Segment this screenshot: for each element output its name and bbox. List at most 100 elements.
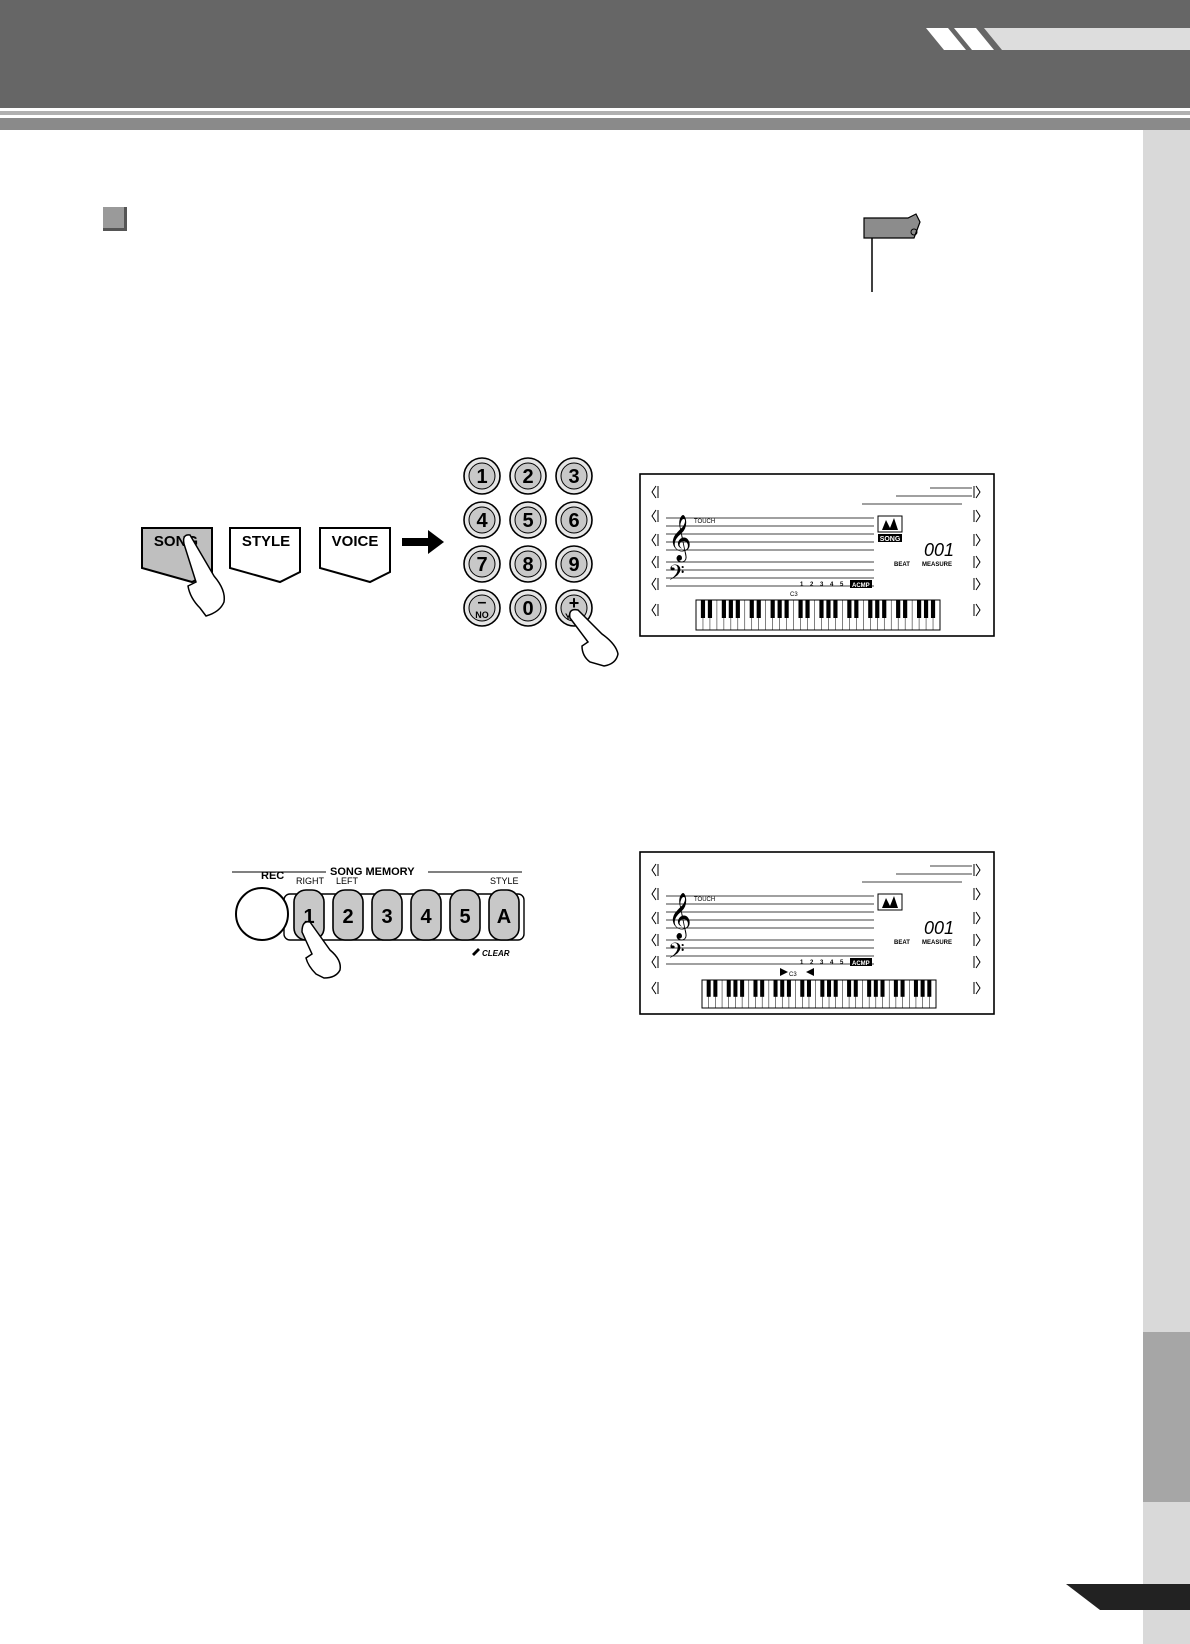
track-button-label: 2 (342, 906, 353, 928)
keypad-button-9[interactable]: 9 (555, 545, 593, 583)
rec-button[interactable] (235, 887, 289, 941)
note-icon (863, 213, 921, 292)
track-indicator: 2 (810, 582, 814, 588)
beat-label: BEAT (894, 562, 910, 568)
lcd-staff (666, 865, 972, 965)
track-button-label: A (497, 906, 511, 928)
keypad-button-5[interactable]: 5 (509, 501, 547, 539)
track-button-4[interactable]: 4 (410, 889, 442, 941)
pressing-hand-icon (568, 608, 619, 667)
bass-clef-icon: 𝄢 (668, 561, 685, 591)
keypad-button-8[interactable]: 8 (509, 545, 547, 583)
keypad-digit: 6 (568, 510, 579, 532)
touch-indicator: TOUCH (694, 897, 715, 903)
keypad-digit: 4 (476, 510, 488, 532)
measure-value: 001 (924, 540, 954, 560)
keypad-button-6[interactable]: 6 (555, 501, 593, 539)
range-end-marker-icon (806, 968, 814, 976)
lcd-side-arrows (651, 485, 981, 617)
measure-value: 001 (924, 918, 954, 938)
no-label: NO (475, 610, 489, 620)
keypad-digit: 8 (522, 554, 533, 576)
track-indicator: 1 (800, 582, 804, 588)
track-indicator: 2 (810, 960, 814, 966)
song-selection-figure: SONG STYLE VOICE 1 2 3 4 5 6 7 8 9 – NO … (141, 457, 619, 667)
track-indicator: 3 (820, 960, 824, 966)
header-stripe-decoration (926, 28, 1190, 50)
keypad-digit: 2 (522, 466, 533, 488)
key-marker: C3 (790, 592, 798, 598)
minus-symbol: – (478, 594, 487, 611)
key-marker: C3 (789, 972, 797, 978)
track-indicator: 4 (830, 960, 834, 966)
lcd-side-arrows (651, 863, 981, 995)
clear-label: CLEAR (482, 949, 510, 958)
range-start-marker-icon (780, 968, 788, 976)
style-button-label: STYLE (242, 533, 290, 550)
track-indicators: 1 2 3 4 5 ACMP (800, 580, 872, 589)
keypad-button-7[interactable]: 7 (463, 545, 501, 583)
rec-label: REC (261, 870, 284, 882)
touch-indicator: TOUCH (694, 519, 715, 525)
pressing-hand-icon (301, 920, 342, 979)
keypad-digit: 0 (522, 598, 533, 620)
track-button-a[interactable]: A (488, 889, 520, 941)
song-indicator-label: SONG (880, 536, 901, 543)
track-button-label: 4 (420, 906, 432, 928)
measure-label: MEASURE (922, 940, 952, 946)
header-rule-thick (0, 118, 1190, 130)
keypad-digit: 9 (568, 554, 579, 576)
track-button-5[interactable]: 5 (449, 889, 481, 941)
track-indicator: ACMP (852, 961, 870, 967)
pencil-icon (472, 948, 480, 956)
track-indicator: 3 (820, 582, 824, 588)
lcd-keyboard (701, 979, 937, 1009)
song-memory-label: SONG MEMORY (330, 866, 415, 878)
lcd-staff (666, 487, 972, 587)
track-button-2[interactable]: 2 (332, 889, 364, 941)
keypad-button-1[interactable]: 1 (463, 457, 501, 495)
keypad-button-2[interactable]: 2 (509, 457, 547, 495)
style-button[interactable]: STYLE (229, 527, 301, 584)
voice-button[interactable]: VOICE (319, 527, 391, 584)
song-mode-icon (877, 515, 903, 533)
track-button-1[interactable]: 1 (293, 889, 325, 941)
keypad-digit: 7 (476, 554, 487, 576)
track-button-3[interactable]: 3 (371, 889, 403, 941)
pressing-hand-icon (182, 534, 226, 617)
style-label: STYLE (490, 876, 519, 886)
lcd-display-record: 𝄞 𝄢 TOUCH 001 BEAT MEASURE 1 2 3 4 5 ACM… (639, 851, 995, 1015)
measure-label: MEASURE (922, 562, 952, 568)
side-tab-section-marker (1143, 1332, 1190, 1502)
arrow-right-icon (402, 530, 444, 554)
beat-label: BEAT (894, 940, 910, 946)
lcd-display-song: 𝄞 𝄢 TOUCH SONG 001 BEAT MEASURE 1 2 3 4 … (639, 473, 995, 637)
voice-button-label: VOICE (332, 533, 379, 550)
song-indicator (878, 534, 902, 542)
keypad-digit: 3 (568, 466, 579, 488)
header-band (0, 0, 1190, 108)
treble-clef-icon: 𝄞 (668, 893, 692, 941)
lcd-keyboard (695, 599, 941, 631)
number-keypad: 1 2 3 4 5 6 7 8 9 – NO 0 + YES (463, 457, 593, 627)
song-mode-icon (877, 893, 903, 911)
track-button-label: 3 (381, 906, 392, 928)
keypad-no-button[interactable]: – NO (463, 589, 501, 627)
track-indicator: 1 (800, 960, 804, 966)
keypad-button-3[interactable]: 3 (555, 457, 593, 495)
track-button-label: 1 (303, 906, 314, 928)
right-label: RIGHT (296, 876, 325, 886)
keypad-button-0[interactable]: 0 (509, 589, 547, 627)
keypad-button-4[interactable]: 4 (463, 501, 501, 539)
plus-symbol: + (569, 593, 580, 613)
track-button-label: 5 (459, 906, 470, 928)
keypad-digit: 1 (476, 466, 487, 488)
header-rule (0, 111, 1190, 115)
bass-clef-icon: 𝄢 (668, 939, 685, 969)
track-indicator: 5 (840, 582, 844, 588)
song-memory-figure: REC SONG MEMORY RIGHT LEFT STYLE 1 2 3 4… (232, 866, 525, 979)
page-number-tab (1066, 1584, 1190, 1610)
track-indicator: 4 (830, 582, 834, 588)
section-square-marker (103, 207, 127, 231)
track-indicator: 5 (840, 960, 844, 966)
